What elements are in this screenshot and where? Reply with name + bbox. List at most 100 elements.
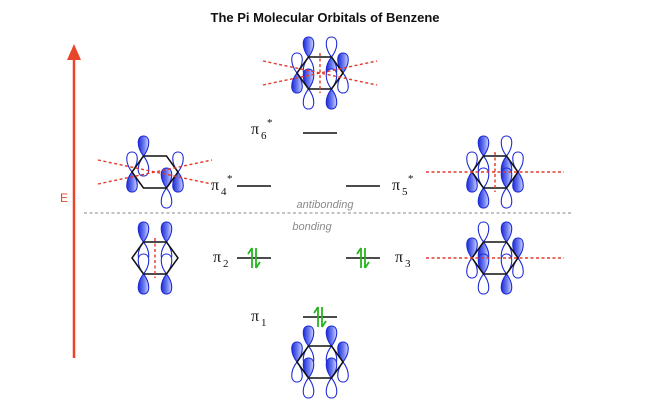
orbital-pi3 xyxy=(426,221,564,295)
svg-text:*: * xyxy=(227,173,233,185)
p-orbital-lobe xyxy=(302,68,315,90)
p-orbital-lobe xyxy=(137,155,150,177)
p-orbital-lobe xyxy=(512,257,524,279)
p-orbital-lobe xyxy=(302,36,315,58)
svg-text:π: π xyxy=(251,308,259,325)
p-orbital-lobe xyxy=(172,171,184,193)
svg-text:5: 5 xyxy=(402,186,408,198)
p-orbital-lobe xyxy=(500,253,513,275)
electron-pair-pi3 xyxy=(356,247,370,269)
p-orbital-lobe xyxy=(325,88,338,110)
p-orbital-lobe xyxy=(302,377,315,399)
svg-text:*: * xyxy=(267,117,273,129)
p-orbital-lobe xyxy=(126,171,138,193)
p-orbital-lobe xyxy=(477,253,490,275)
antibonding-label: antibonding xyxy=(297,199,355,211)
orbital-pi1 xyxy=(291,325,349,399)
p-orbital-lobe xyxy=(302,325,315,347)
svg-text:π: π xyxy=(213,249,221,266)
p-orbital-lobe xyxy=(466,237,478,259)
p-orbital-lobe xyxy=(500,187,513,209)
svg-text:6: 6 xyxy=(261,130,267,142)
electron-pair-pi1 xyxy=(313,306,327,328)
benzene-ring xyxy=(131,155,179,189)
svg-text:π: π xyxy=(211,177,219,194)
p-orbital-lobe xyxy=(466,151,478,173)
benzene-ring xyxy=(296,56,344,90)
svg-text:*: * xyxy=(408,173,414,185)
p-orbital-lobe xyxy=(477,135,490,157)
p-orbital-lobe xyxy=(160,187,173,209)
svg-text:1: 1 xyxy=(261,317,267,329)
p-orbital-lobe xyxy=(160,253,173,275)
diagram-title: The Pi Molecular Orbitals of Benzene xyxy=(211,10,440,25)
bonding-label: bonding xyxy=(292,221,332,233)
p-orbital-lobe xyxy=(325,68,338,90)
p-orbital-lobe xyxy=(137,221,150,243)
p-orbital-lobe xyxy=(500,273,513,295)
p-orbital-lobe xyxy=(500,167,513,189)
svg-text:π: π xyxy=(251,121,259,138)
p-orbital-lobe xyxy=(160,221,173,243)
p-orbital-lobe xyxy=(500,135,513,157)
p-orbital-lobe xyxy=(137,135,150,157)
orbital-pi2 xyxy=(131,221,179,295)
label-pi2: π 2 xyxy=(213,249,229,270)
benzene-ring xyxy=(131,241,179,275)
p-orbital-lobe xyxy=(172,151,184,173)
energy-axis xyxy=(67,44,81,358)
svg-text:2: 2 xyxy=(223,258,229,270)
p-orbital-lobe xyxy=(137,253,150,275)
p-orbital-lobe xyxy=(512,151,524,173)
nodal-plane xyxy=(262,60,378,86)
p-orbital-lobe xyxy=(325,377,338,399)
p-orbital-lobe xyxy=(337,72,349,94)
p-orbital-lobe xyxy=(291,341,303,363)
p-orbital-lobe xyxy=(302,357,315,379)
label-pi4: π 4 * xyxy=(211,173,233,198)
p-orbital-lobe xyxy=(466,257,478,279)
p-orbital-lobe xyxy=(291,361,303,383)
p-orbital-lobe xyxy=(466,171,478,193)
p-orbital-lobe xyxy=(337,52,349,74)
p-orbital-lobe xyxy=(512,171,524,193)
orbital-pi4 xyxy=(97,135,213,209)
label-pi5: π 5 * xyxy=(392,173,414,198)
label-pi6: π 6 * xyxy=(251,117,273,142)
p-orbital-lobe xyxy=(160,273,173,295)
nodal-plane xyxy=(97,159,213,185)
p-orbital-lobe xyxy=(302,88,315,110)
arrow-head-icon xyxy=(67,44,81,60)
p-orbital-lobe xyxy=(477,187,490,209)
p-orbital-lobe xyxy=(126,151,138,173)
nodal-plane xyxy=(262,60,378,86)
p-orbital-lobe xyxy=(477,273,490,295)
benzene-ring xyxy=(296,345,344,379)
svg-text:π: π xyxy=(395,249,403,266)
p-orbital-lobe xyxy=(477,167,490,189)
svg-text:3: 3 xyxy=(405,258,411,270)
svg-text:4: 4 xyxy=(221,186,227,198)
orbital-pi6 xyxy=(262,36,378,110)
p-orbital-lobe xyxy=(291,72,303,94)
label-pi3: π 3 xyxy=(395,249,411,270)
p-orbital-lobe xyxy=(337,341,349,363)
nodal-plane xyxy=(97,159,213,185)
svg-text:π: π xyxy=(392,177,400,194)
orbital-pi5 xyxy=(426,135,564,209)
p-orbital-lobe xyxy=(512,237,524,259)
p-orbital-lobe xyxy=(137,273,150,295)
p-orbital-lobe xyxy=(160,167,173,189)
electron-pair-pi2 xyxy=(247,247,261,269)
energy-axis-label: E xyxy=(60,191,68,205)
p-orbital-lobe xyxy=(325,325,338,347)
p-orbital-lobe xyxy=(500,221,513,243)
label-pi1: π 1 xyxy=(251,308,267,329)
p-orbital-lobe xyxy=(325,36,338,58)
p-orbital-lobe xyxy=(477,221,490,243)
p-orbital-lobe xyxy=(291,52,303,74)
p-orbital-lobe xyxy=(325,357,338,379)
p-orbital-lobe xyxy=(337,361,349,383)
